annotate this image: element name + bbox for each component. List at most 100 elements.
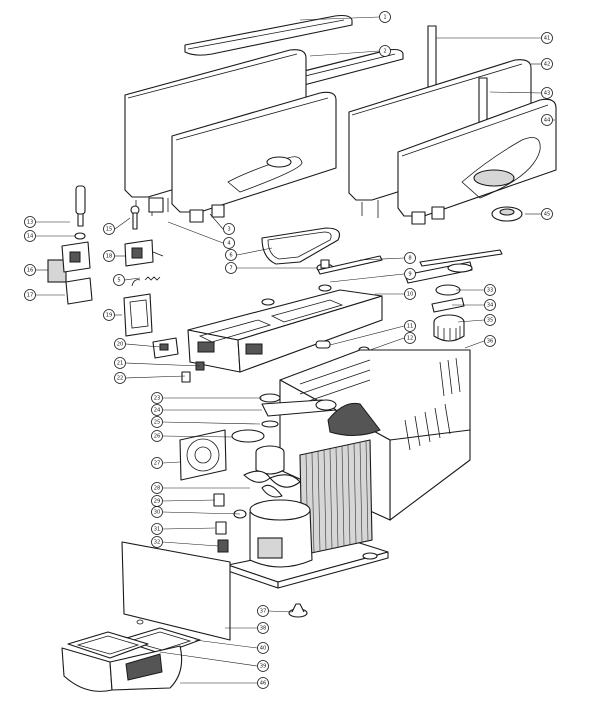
- callout-circle-8: [404, 252, 416, 264]
- drip-tray-40: [119, 627, 201, 655]
- callout-46: 46: [180, 677, 269, 689]
- callout-label-23: 23: [154, 395, 161, 401]
- leader-line-39: [159, 651, 258, 667]
- leader-line-29: [162, 499, 216, 502]
- callout-32: 32: [151, 536, 219, 548]
- gear-motor-35: [433, 314, 465, 342]
- leader-line-32: [162, 541, 219, 547]
- callout-circle-23: [151, 392, 163, 404]
- callout-circle-19: [103, 309, 115, 321]
- callout-circle-15: [103, 223, 115, 235]
- callout-circle-13: [24, 216, 36, 228]
- callout-1: 1: [299, 11, 391, 23]
- pin-15: [130, 205, 140, 230]
- callout-label-28: 28: [154, 485, 161, 491]
- drip-tray-39: [67, 631, 149, 659]
- callout-label-42: 42: [544, 61, 551, 67]
- callout-label-12: 12: [407, 335, 414, 341]
- callout-45: 45: [525, 208, 553, 220]
- callout-label-3: 3: [227, 226, 230, 232]
- callout-label-20: 20: [117, 341, 124, 347]
- callout-circle-10: [404, 288, 416, 300]
- callout-25: 25: [151, 416, 261, 428]
- leader-line-22: [125, 375, 186, 379]
- leader-line-26: [162, 435, 233, 438]
- callout-36: 36: [464, 335, 496, 349]
- callout-label-31: 31: [154, 526, 161, 532]
- callout-15: 15: [103, 217, 131, 235]
- callout-12: 12: [369, 332, 416, 351]
- callout-33: 33: [456, 284, 496, 296]
- callout-35: 35: [457, 314, 496, 326]
- callout-label-7: 7: [229, 265, 232, 271]
- callout-circle-31: [151, 523, 163, 535]
- callout-label-43: 43: [544, 90, 551, 96]
- callout-label-14: 14: [27, 233, 34, 239]
- callout-label-36: 36: [487, 338, 494, 344]
- tap-lever-17: [61, 241, 93, 305]
- evaporator-plate-9: [404, 249, 503, 284]
- leader-line-20: [125, 343, 161, 348]
- leader-line-3: [209, 213, 224, 230]
- callout-16: 16: [24, 264, 48, 276]
- callout-label-22: 22: [117, 375, 124, 381]
- lid-1: [184, 14, 353, 56]
- callout-circle-30: [151, 506, 163, 518]
- callout-circle-5: [113, 274, 125, 286]
- callout-label-8: 8: [408, 255, 411, 261]
- condenser-coil: [299, 439, 373, 556]
- drip-tray-base-46: [61, 645, 183, 692]
- callout-label-18: 18: [106, 253, 113, 259]
- leader-line-35: [457, 319, 485, 323]
- callout-23: 23: [151, 392, 262, 404]
- callout-label-32: 32: [154, 539, 161, 545]
- callout-19: 19: [103, 309, 122, 321]
- callout-label-19: 19: [106, 312, 113, 318]
- callout-label-11: 11: [407, 323, 414, 329]
- callout-label-45: 45: [544, 211, 551, 217]
- callout-42: 42: [531, 58, 553, 70]
- callout-18: 18: [103, 250, 125, 262]
- callout-39: 39: [159, 651, 269, 672]
- leader-line-12: [369, 337, 405, 351]
- callout-circle-18: [103, 250, 115, 262]
- pulley-25: [261, 420, 279, 428]
- callout-circle-35: [484, 314, 496, 326]
- fan-motor-28: [243, 445, 301, 498]
- leader-line-4: [167, 221, 224, 244]
- callout-circle-12: [404, 332, 416, 344]
- callout-label-6: 6: [229, 252, 232, 258]
- leader-line-21: [125, 362, 201, 367]
- callout-label-35: 35: [487, 317, 494, 323]
- callout-circle-7: [225, 262, 237, 274]
- callout-13: 13: [24, 216, 70, 228]
- callout-circle-25: [151, 416, 163, 428]
- rail-8: [317, 255, 383, 275]
- connector-22: [181, 371, 191, 383]
- callout-layer: 1234567891011121314151617181920212223242…: [24, 11, 555, 689]
- callout-30: 30: [151, 506, 241, 518]
- callout-44: 44: [541, 114, 555, 126]
- callout-circle-33: [484, 284, 496, 296]
- callout-6: 6: [225, 247, 273, 261]
- callout-circle-24: [151, 404, 163, 416]
- thermostat-31: [215, 521, 227, 535]
- callout-label-1: 1: [383, 14, 386, 20]
- callout-37: 37: [257, 605, 293, 617]
- leader-line-6: [236, 247, 273, 256]
- foot-37: [288, 603, 308, 618]
- bowl-right-front: [397, 98, 557, 225]
- callout-26: 26: [151, 430, 233, 442]
- callout-20: 20: [114, 338, 161, 350]
- callout-label-17: 17: [27, 292, 34, 298]
- callout-circle-16: [24, 264, 36, 276]
- callout-circle-40: [257, 642, 269, 654]
- leader-line-30: [162, 511, 241, 515]
- callout-circle-46: [257, 677, 269, 689]
- callout-40: 40: [194, 639, 269, 654]
- spring-5: [144, 276, 161, 281]
- leader-line-43: [489, 91, 542, 94]
- callout-label-38: 38: [260, 625, 267, 631]
- callout-8: 8: [359, 252, 416, 264]
